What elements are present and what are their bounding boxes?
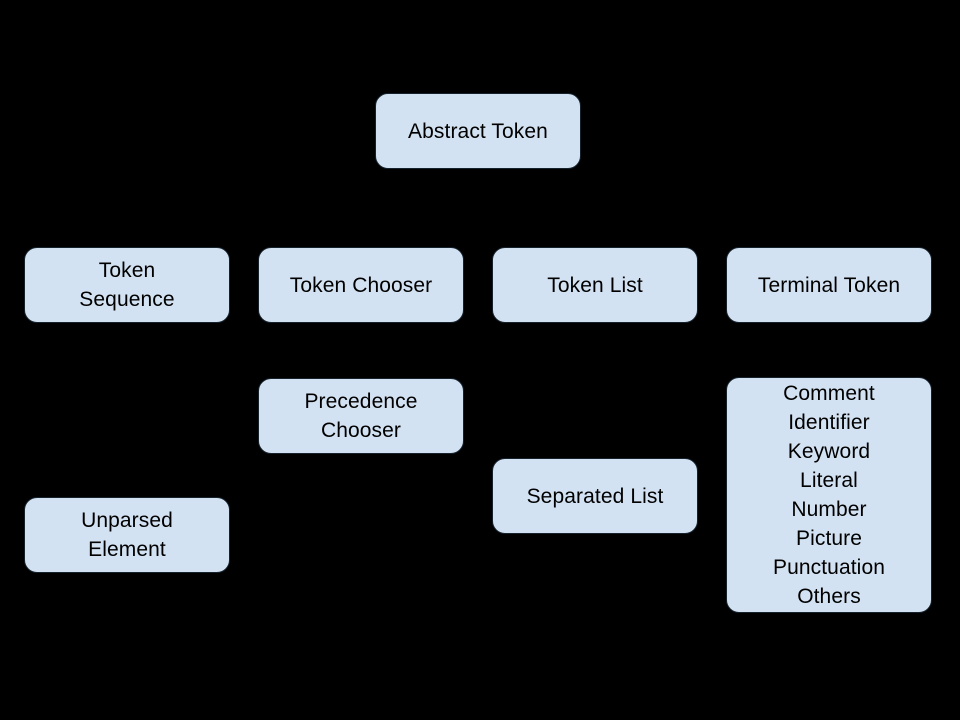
node-separated-list[interactable]: Separated List xyxy=(492,458,698,534)
node-precedence-chooser[interactable]: Precedence Chooser xyxy=(258,378,464,454)
node-token-list[interactable]: Token List xyxy=(492,247,698,323)
token-type-item: Identifier xyxy=(788,411,870,434)
node-terminal-token-label: Terminal Token xyxy=(757,273,901,297)
node-unparsed-element[interactable]: Unparsed Element xyxy=(24,497,230,573)
node-separated-list-label: Separated List xyxy=(526,484,664,508)
token-type-item: Picture xyxy=(795,527,863,550)
node-precedence-chooser-label: Precedence Chooser xyxy=(304,390,418,442)
connector-abstract-to-token-list xyxy=(477,169,596,247)
node-token-list-label: Token List xyxy=(547,273,643,297)
token-type-item: Number xyxy=(791,498,867,521)
token-type-item: Literal xyxy=(800,469,858,492)
node-token-sequence[interactable]: Token Sequence xyxy=(24,247,230,323)
connector-abstract-to-terminal-token xyxy=(477,169,830,247)
token-type-item: Punctuation xyxy=(772,556,886,579)
connector-abstract-to-token-sequence xyxy=(126,169,479,247)
node-terminal-token[interactable]: Terminal Token xyxy=(726,247,932,323)
connector-abstract-to-token-chooser xyxy=(360,169,479,247)
node-abstract-token[interactable]: Abstract Token xyxy=(375,93,581,169)
node-token-sequence-label: Token Sequence xyxy=(79,259,175,311)
token-type-item: Others xyxy=(797,585,861,608)
token-type-item: Comment xyxy=(783,382,875,405)
token-type-item: Keyword xyxy=(787,440,871,463)
node-token-chooser[interactable]: Token Chooser xyxy=(258,247,464,323)
node-token-chooser-label: Token Chooser xyxy=(289,273,433,297)
node-unparsed-element-label: Unparsed Element xyxy=(81,509,173,561)
node-abstract-token-label: Abstract Token xyxy=(408,119,548,143)
